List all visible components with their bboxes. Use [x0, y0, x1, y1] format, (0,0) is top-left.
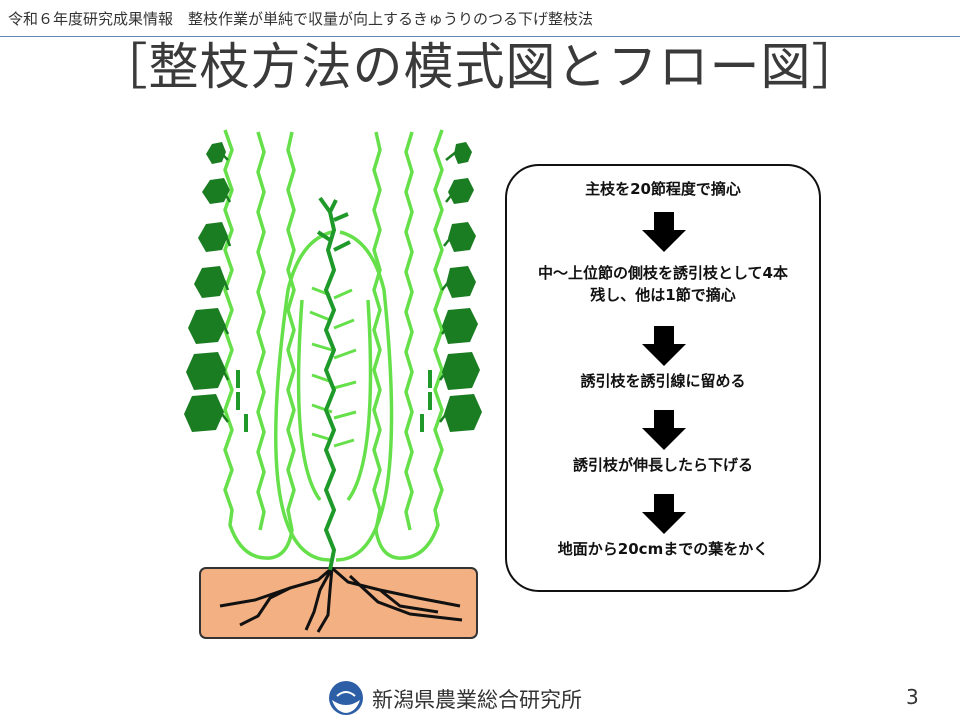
roots	[219, 566, 463, 633]
main-stem	[316, 196, 351, 571]
flow-chart: 主枝を20節程度で摘心 中～上位節の側枝を誘引枝として4本 残し、他は1節で摘心…	[505, 164, 821, 592]
down-arrow-icon	[642, 212, 686, 252]
dark-side-stubs	[236, 370, 432, 432]
flow-step-2-line-2: 残し、他は1節で摘心	[590, 286, 736, 304]
org-logo-icon	[329, 681, 363, 715]
page-title: ［整枝方法の模式図とフロー図］	[97, 38, 863, 96]
down-arrow-icon	[642, 410, 686, 450]
flow-step-4: 誘引枝が伸長したら下げる	[572, 456, 753, 474]
leaves-right	[442, 142, 482, 432]
leaves-left	[184, 142, 230, 432]
page-number: 3	[906, 685, 919, 709]
flow-step-3: 誘引枝を誘引線に留める	[580, 372, 746, 390]
header-text: 令和６年度研究成果情報 整枝作業が単純で収量が向上するきゅうりのつる下げ整枝法	[8, 10, 594, 28]
soil-block	[199, 567, 478, 639]
flow-step-5: 地面から20cmまでの葉をかく	[557, 540, 769, 558]
leaf-stems-left	[219, 151, 232, 423]
header-bar: 令和６年度研究成果情報 整枝作業が単純で収量が向上するきゅうりのつる下げ整枝法	[0, 0, 960, 37]
flow-step-2-line-1: 中～上位節の側枝を誘引枝として4本	[538, 264, 788, 282]
org-name: 新潟県農業総合研究所	[372, 688, 582, 712]
pruning-schematic-diagram	[184, 129, 482, 639]
down-arrow-icon	[642, 326, 686, 366]
inner-vine-loops	[274, 230, 394, 562]
leaf-stems-right	[439, 151, 457, 423]
flow-step-1: 主枝を20節程度で摘心	[585, 180, 741, 198]
down-arrow-icon	[642, 494, 686, 534]
